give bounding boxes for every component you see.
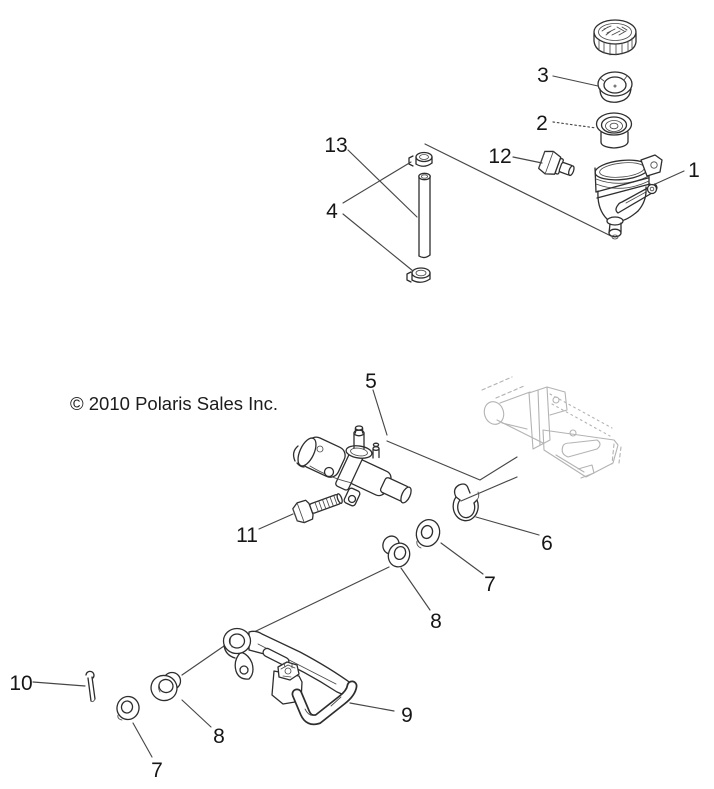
callout-5: 5 — [365, 370, 377, 393]
banjo-bolt-drawing — [537, 150, 575, 177]
callout-4: 4 — [326, 200, 338, 223]
reservoir-seal-drawing — [597, 71, 633, 103]
hose-drawing — [418, 172, 431, 259]
reservoir-drawing — [594, 154, 663, 240]
frame-ghost-drawing — [481, 376, 622, 479]
callout-7-lower: 7 — [151, 759, 163, 782]
callout-labels: 1 2 3 4 5 6 7 7 8 8 9 10 11 12 13 — [9, 64, 700, 782]
reservoir-diaphragm-drawing — [595, 112, 633, 149]
callout-1: 1 — [688, 159, 700, 182]
bushing-upper-drawing — [382, 535, 411, 568]
callout-13: 13 — [324, 134, 347, 157]
reservoir-cap-drawing — [593, 19, 637, 56]
bushing-lower-drawing — [150, 671, 182, 702]
retaining-ring-drawing — [452, 483, 480, 522]
callout-8-lower: 8 — [213, 725, 225, 748]
callout-3: 3 — [537, 64, 549, 87]
hose-clamp-top-drawing — [408, 151, 433, 167]
hose-clamp-bottom-drawing — [406, 267, 431, 283]
callout-7-upper: 7 — [484, 573, 496, 596]
callout-2: 2 — [536, 112, 548, 135]
cotter-pin-drawing — [85, 670, 96, 703]
callout-12: 12 — [488, 145, 511, 168]
callout-10: 10 — [9, 672, 32, 695]
mounting-bolt-drawing — [292, 493, 343, 524]
washer-lower-drawing — [116, 695, 140, 721]
callout-8-upper: 8 — [430, 610, 442, 633]
callout-9: 9 — [401, 704, 413, 727]
brake-pedal-drawing — [222, 627, 358, 726]
assembly-lines — [181, 143, 612, 676]
leader-lines — [32, 75, 685, 758]
washer-upper-drawing — [415, 518, 441, 549]
callout-6: 6 — [541, 532, 553, 555]
copyright-text: © 2010 Polaris Sales Inc. — [70, 393, 278, 414]
master-cylinder-drawing — [292, 425, 412, 507]
callout-11: 11 — [236, 524, 258, 547]
